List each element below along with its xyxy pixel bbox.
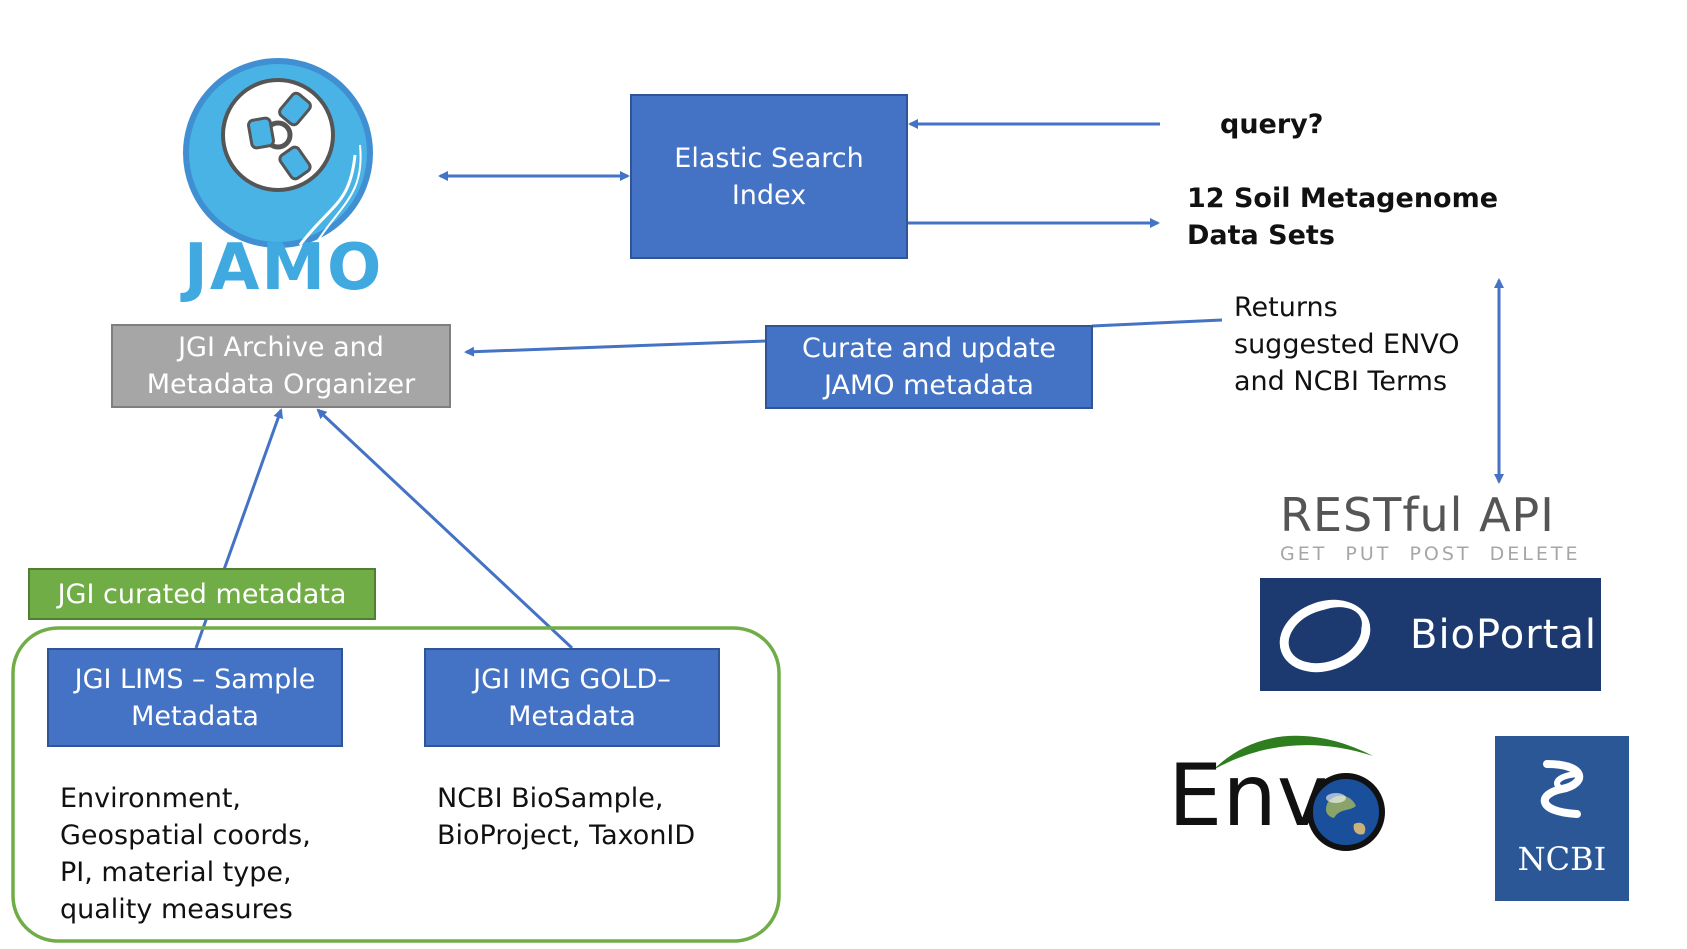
envo-leaf-icon <box>1213 735 1373 770</box>
envo-logo: Env <box>1168 732 1388 852</box>
ncbi-logo: NCBI <box>1495 736 1629 901</box>
ncbi-name: NCBI <box>1517 840 1607 878</box>
jgi-curated-box: JGI curated metadata <box>28 568 376 620</box>
restful-api-logo: RESTful API GET PUT POST DELETE <box>1280 488 1580 566</box>
curate-label: Curate and update JAMO metadata <box>802 333 1056 401</box>
jgi-curated-label: JGI curated metadata <box>57 578 347 610</box>
restful-api-title: RESTful API <box>1280 488 1555 542</box>
lims-label: JGI LIMS – Sample Metadata <box>74 663 316 732</box>
returns-label: Returns suggested ENVO and NCBI Terms <box>1234 292 1460 397</box>
lims-box: JGI LIMS – Sample Metadata <box>47 648 343 747</box>
jamo-wordmark: JAMO <box>184 231 384 305</box>
img-gold-box: JGI IMG GOLD– Metadata <box>424 648 720 747</box>
jamo-reel-icon <box>183 58 373 248</box>
curate-box: Curate and update JAMO metadata <box>765 325 1093 409</box>
elastic-search-box: Elastic Search Index <box>630 94 908 259</box>
envo-wordmark: Env <box>1168 746 1328 846</box>
globe-icon <box>1307 773 1385 851</box>
curate-arrow <box>464 339 766 357</box>
returns-line <box>1091 318 1223 328</box>
jamo-organizer-box: JGI Archive and Metadata Organizer <box>111 324 451 408</box>
restful-api-methods: GET PUT POST DELETE <box>1280 543 1581 565</box>
query-label: query? <box>1220 109 1324 140</box>
gold-arrow <box>316 408 574 650</box>
lims-description: Environment, Geospatial coords, PI, mate… <box>60 783 311 925</box>
bioportal-logo: BioPortal <box>1260 578 1601 691</box>
datasets-label: 12 Soil Metagenome Data Sets <box>1187 183 1499 251</box>
bioportal-ring-icon <box>1279 599 1371 672</box>
gold-description: NCBI BioSample, BioProject, TaxonID <box>437 783 696 851</box>
jamo-organizer-label: JGI Archive and Metadata Organizer <box>146 332 416 400</box>
bioportal-name: BioPortal <box>1410 611 1597 658</box>
elastic-search-label: Elastic Search Index <box>674 142 864 211</box>
ncbi-helix-icon <box>1540 760 1584 818</box>
img-gold-label: JGI IMG GOLD– Metadata <box>473 663 671 732</box>
source-group-outline <box>11 626 781 943</box>
jamo-logo: JAMO <box>180 55 384 315</box>
